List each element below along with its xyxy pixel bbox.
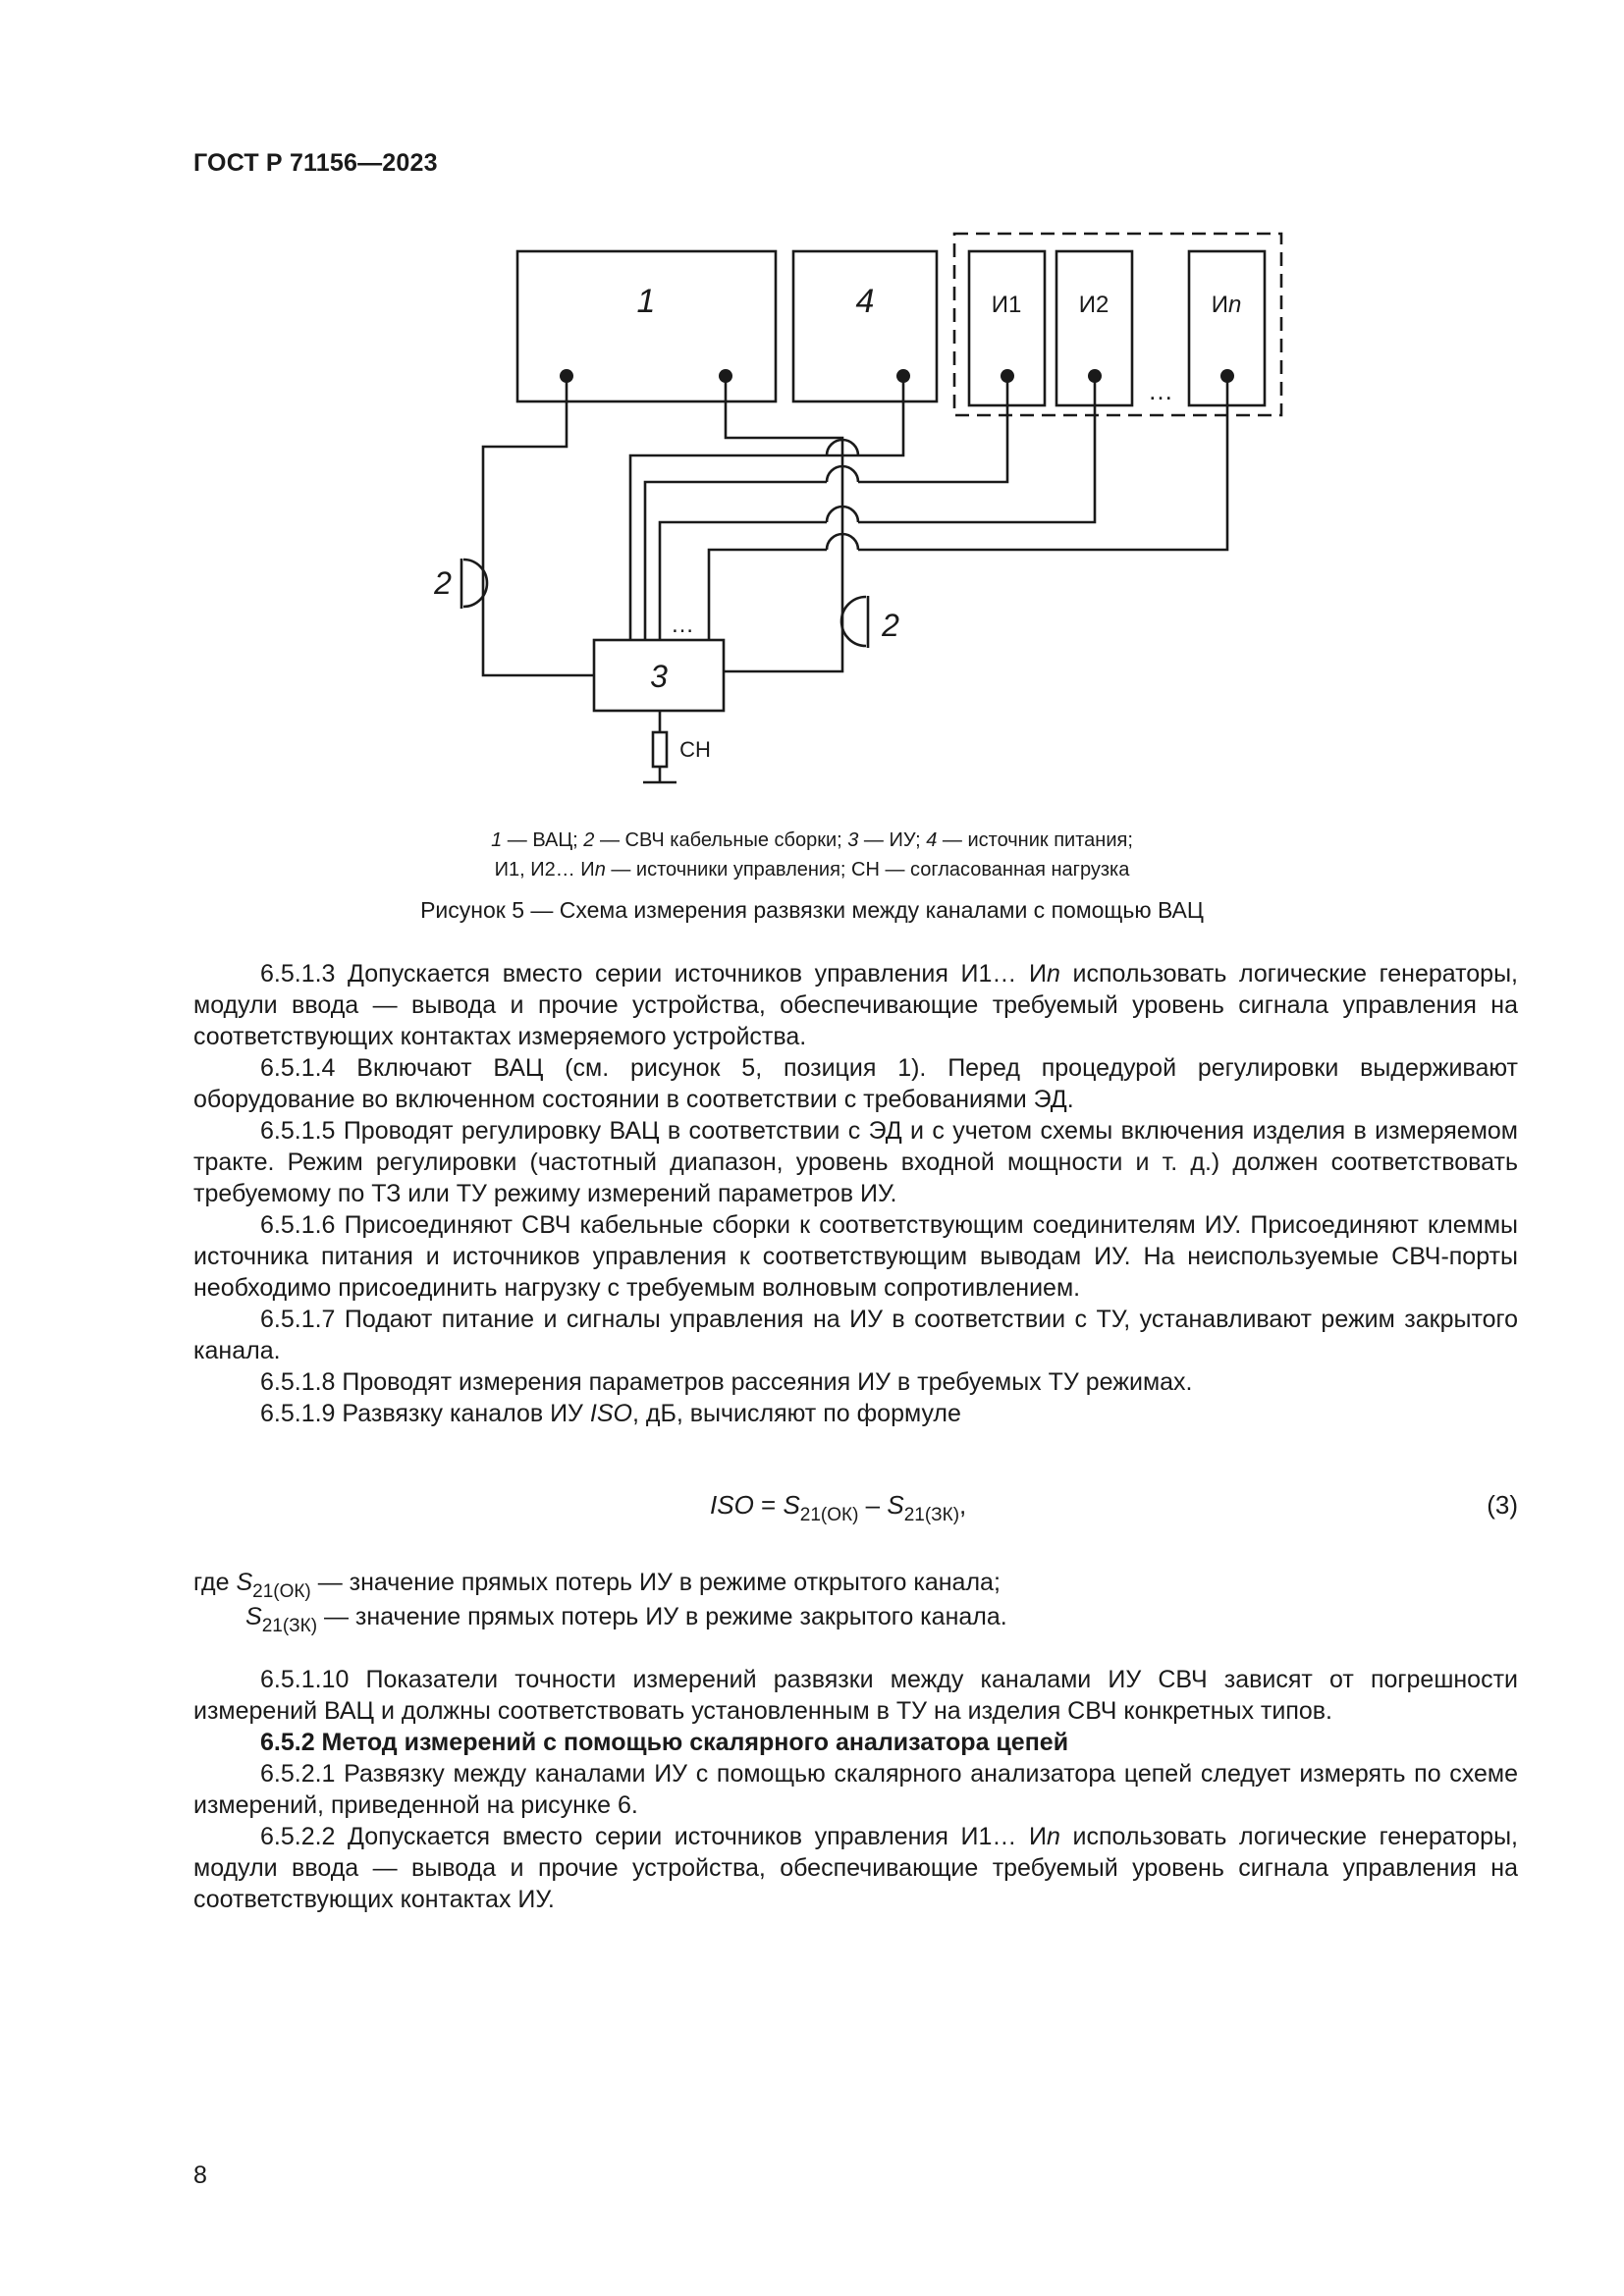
port-src-2: [1088, 369, 1102, 383]
formula-3: ISO = S21(ОК) – S21(ЗК), (3): [0, 1490, 1624, 1529]
measurement-schematic: 1 4 И1 И2 Иn … … 2 2 3 СН: [433, 232, 1283, 784]
body-text-section-1: 6.5.1.3 Допускается вместо серии источни…: [193, 958, 1518, 1429]
where-line-1: где S21(ОК) — значение прямых потерь ИУ …: [193, 1569, 1001, 1602]
block-power-supply: [791, 249, 939, 403]
figure-legend-line-2: И1, И2… Иn — источники управления; СН — …: [0, 855, 1624, 884]
legend-sources-rest: — источники управления; СН — согласованн…: [605, 859, 1130, 881]
legend-item-text: — ВАЦ;: [502, 829, 584, 851]
formula-number: (3): [1487, 1490, 1518, 1520]
standard-designation: ГОСТ Р 71156—2023: [193, 149, 438, 177]
section-heading: 6.5.2 Метод измерений с помощью скалярно…: [260, 1729, 1069, 1756]
label-src-1: И1: [992, 292, 1022, 318]
formula-expression: ISO = S21(ОК) – S21(ЗК),: [710, 1490, 967, 1525]
page-number: 8: [193, 2162, 207, 2189]
paragraph: 6.5.1.7 Подают питание и сигналы управле…: [193, 1306, 1518, 1364]
control-sources-group: [952, 232, 1283, 417]
legend-sources-prefix: И1, И2… И: [494, 859, 595, 881]
label-cable-left: 2: [433, 565, 452, 601]
label-bus-ellipsis: …: [671, 612, 694, 638]
figure-legend-line-1: 1 — ВАЦ; 2 — СВЧ кабельные сборки; 3 — И…: [0, 826, 1624, 855]
legend-item-text: — ИУ;: [858, 829, 927, 851]
legend-item-text: — источник питания;: [937, 829, 1133, 851]
port-src-n: [1220, 369, 1234, 383]
matched-load: [651, 730, 669, 769]
port-src-1: [1001, 369, 1014, 383]
label-load: СН: [679, 737, 711, 762]
paragraph: 6.5.1.10 Показатели точности измерений р…: [193, 1666, 1518, 1725]
label-device: 3: [650, 659, 668, 694]
legend-item-number: 1: [491, 829, 503, 851]
label-src-ellipsis: …: [1148, 376, 1173, 405]
label-block-1: 1: [637, 283, 656, 320]
paragraph: 6.5.1.9 Развязку каналов ИУ ISO, дБ, выч…: [260, 1400, 961, 1427]
legend-sources-n: n: [594, 859, 606, 881]
where-line-2: S21(ЗК) — значение прямых потерь ИУ в ре…: [245, 1603, 1007, 1636]
paragraph: 6.5.1.8 Проводят измерения параметров ра…: [260, 1368, 1193, 1396]
legend-item-number: 3: [847, 829, 859, 851]
paragraph: 6.5.1.6 Присоединяют СВЧ кабельные сборк…: [193, 1211, 1518, 1302]
paragraph: 6.5.2.2 Допускается вместо серии источни…: [193, 1823, 1518, 1913]
port-power: [896, 369, 910, 383]
legend-item-text: — СВЧ кабельные сборки;: [594, 829, 848, 851]
paragraph: 6.5.1.3 Допускается вместо серии источни…: [193, 960, 1518, 1050]
paragraph: 6.5.1.4 Включают ВАЦ (см. рисунок 5, поз…: [193, 1054, 1518, 1113]
paragraph: 6.5.1.5 Проводят регулировку ВАЦ в соотв…: [193, 1117, 1518, 1207]
legend-item-number: 2: [583, 829, 595, 851]
label-src-n: Иn: [1212, 292, 1242, 318]
port-vna-2: [719, 369, 732, 383]
label-src-2: И2: [1079, 292, 1110, 318]
figure-caption: Рисунок 5 — Схема измерения развязки меж…: [420, 897, 1204, 923]
label-block-4: 4: [856, 283, 875, 320]
port-vna-1: [560, 369, 573, 383]
body-text-section-2: 6.5.1.10 Показатели точности измерений р…: [193, 1664, 1518, 1915]
legend-item-number: 4: [926, 829, 938, 851]
block-vna: [515, 249, 778, 403]
paragraph: 6.5.2.1 Развязку между каналами ИУ с пом…: [193, 1760, 1518, 1819]
label-cable-right: 2: [881, 608, 899, 643]
